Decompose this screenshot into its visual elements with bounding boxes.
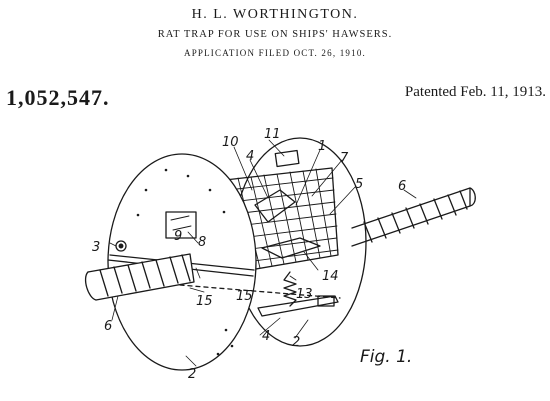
ref-6-right: 6 <box>398 179 406 194</box>
patented-date: Patented Feb. 11, 1913. <box>404 84 546 100</box>
lower-bar <box>257 295 339 317</box>
ref-9: 9 <box>174 229 182 244</box>
ref-4-bottom: 4 <box>262 329 270 344</box>
ref-2-left: 2 <box>188 367 196 382</box>
ref-14: 14 <box>322 269 339 284</box>
ref-5: 5 <box>355 177 363 192</box>
ref-10: 10 <box>222 135 239 150</box>
bracket-11 <box>274 149 300 168</box>
hidden-rope-line <box>179 284 341 299</box>
front-opening <box>165 211 197 239</box>
ref-13: 13 <box>296 287 313 302</box>
ref-1: 1 <box>318 139 326 154</box>
inventor-name: H. L. WORTHINGTON. <box>191 7 359 22</box>
leader-lines <box>109 139 417 367</box>
ref-6-left: 6 <box>104 319 112 334</box>
hawser-rope-right <box>351 187 476 247</box>
ref-4-top: 4 <box>246 149 254 164</box>
treadle <box>261 237 321 259</box>
ref-8: 8 <box>198 235 206 250</box>
figure-label: Fig. 1. <box>360 347 412 367</box>
ref-11: 11 <box>264 127 281 142</box>
spring <box>283 271 297 307</box>
patent-number: 1,052,547. <box>6 85 110 110</box>
ref-15-rear: 15 <box>236 289 253 304</box>
hawser-rope-left <box>84 253 195 301</box>
bracket-2 <box>317 295 335 307</box>
ref-2-bottom: 2 <box>292 335 300 350</box>
ref-3: 3 <box>92 240 100 255</box>
application-filed: APPLICATION FILED OCT. 26, 1910. <box>184 48 366 58</box>
ref-15-front: 15 <box>196 294 213 309</box>
rivets <box>136 168 234 356</box>
ref-7: 7 <box>340 151 349 166</box>
patent-title: RAT TRAP FOR USE ON SHIPS' HAWSERS. <box>157 29 393 40</box>
trigger-plate <box>254 189 296 223</box>
